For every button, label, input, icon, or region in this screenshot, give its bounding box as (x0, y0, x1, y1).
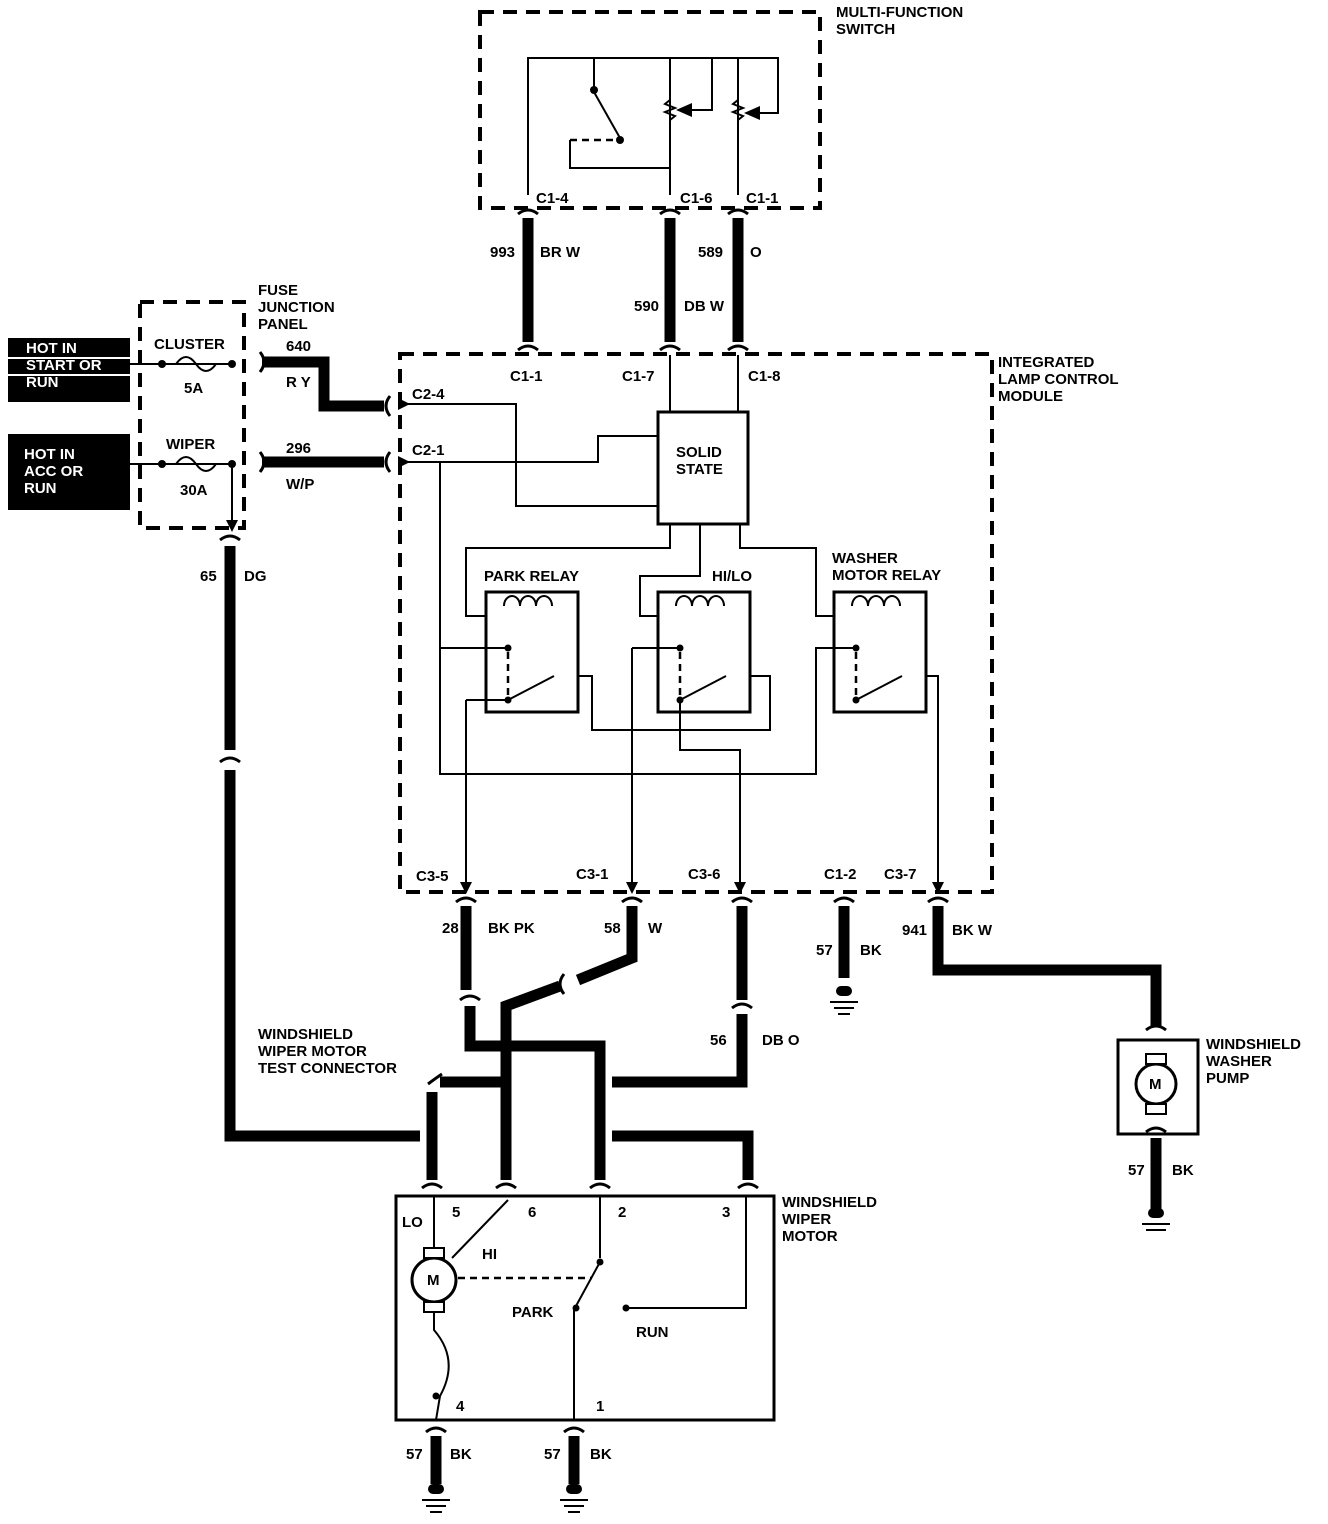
power-source-acc-run (8, 434, 130, 510)
terminal-lo: LO (402, 1214, 423, 1231)
ground-icon (422, 1484, 450, 1513)
wire-58-id: 58 (604, 920, 621, 937)
connector-mod-c1-7: C1-7 (622, 368, 655, 385)
terminal-2: 2 (618, 1204, 627, 1221)
wire-57-pump-id: 57 (1128, 1162, 1145, 1179)
connector-sw-c1-6: C1-6 (680, 190, 713, 207)
power-source-start-run-label: HOT IN START OR RUN (26, 340, 102, 391)
wire-993-color: BR W (540, 244, 580, 261)
wire-57-pump-color: BK (1172, 1162, 1194, 1179)
connector-c3-6: C3-6 (688, 866, 721, 883)
park-relay-label: PARK RELAY (484, 568, 580, 585)
wire-993-id: 993 (490, 244, 516, 261)
fuse-junction-panel-label: FUSE JUNCTION PANEL (258, 282, 335, 333)
wire-640-id: 640 (286, 338, 312, 355)
wire-57-motor1-color: BK (590, 1446, 612, 1463)
pump-motor-symbol: M (1149, 1076, 1162, 1093)
fuse-cluster-rating: 5A (184, 380, 204, 397)
wire-640-color: R Y (286, 374, 311, 391)
multifunction-switch (478, 10, 822, 210)
wiper-motor (394, 1194, 776, 1422)
module-internal-wiring (400, 355, 939, 882)
wiper-motor-symbol: M (427, 1272, 440, 1289)
wire-58-color: W (648, 920, 663, 937)
terminal-1: 1 (596, 1398, 605, 1415)
terminal-4: 4 (456, 1398, 465, 1415)
connector-c1-2: C1-2 (824, 866, 857, 883)
washer-pump (1116, 1038, 1200, 1136)
wire-57-motor1-id: 57 (544, 1446, 561, 1463)
terminal-5: 5 (452, 1204, 461, 1221)
wire-590-color: DB W (684, 298, 724, 315)
wire-57-color: BK (860, 942, 882, 959)
wire-589-color: O (750, 244, 762, 261)
wire-941-color: BK W (952, 922, 992, 939)
washer-pump-label: WINDSHIELD WASHER PUMP (1206, 1036, 1301, 1087)
wire-57-motor4-id: 57 (406, 1446, 423, 1463)
terminal-6: 6 (528, 1204, 537, 1221)
ground-symbols (422, 986, 1170, 1513)
multifunction-switch-label: MULTI-FUNCTION SWITCH (836, 4, 964, 38)
ground-icon (1142, 1208, 1170, 1231)
harness-wires (224, 218, 1162, 1484)
power-source-start-run (8, 338, 130, 402)
fuse-junction-panel (138, 300, 246, 530)
terminal-3: 3 (722, 1204, 731, 1221)
solid-state-label: SOLID STATE (676, 444, 723, 478)
wire-590-id: 590 (634, 298, 660, 315)
lamp-module-label: INTEGRATED LAMP CONTROL MODULE (998, 354, 1119, 405)
terminal-hi: HI (482, 1246, 497, 1263)
ground-icon (560, 1484, 588, 1513)
connector-sw-c1-4: C1-4 (536, 190, 569, 207)
ground-icon (830, 986, 858, 1015)
connector-c3-7: C3-7 (884, 866, 917, 883)
terminal-run: RUN (636, 1324, 669, 1341)
terminal-park: PARK (512, 1304, 554, 1321)
connector-c3-5: C3-5 (416, 868, 449, 885)
test-connector-label: WINDSHIELD WIPER MOTOR TEST CONNECTOR (258, 1026, 397, 1077)
wire-65-color: DG (244, 568, 267, 585)
wire-56-color: DB O (762, 1032, 800, 1049)
integrated-lamp-control-module (398, 352, 994, 894)
wiper-motor-label: WINDSHIELD WIPER MOTOR (782, 1194, 877, 1245)
wire-65-id: 65 (200, 568, 217, 585)
connector-mod-c1-1: C1-1 (510, 368, 543, 385)
arrow-tips (226, 398, 944, 894)
washer-relay-label: WASHER MOTOR RELAY (832, 550, 942, 584)
relay-contacts (504, 644, 903, 704)
connector-mod-c1-8: C1-8 (748, 368, 781, 385)
connector-sw-c1-1: C1-1 (746, 190, 779, 207)
connector-c3-1: C3-1 (576, 866, 609, 883)
connector-c2-1: C2-1 (412, 442, 445, 459)
power-source-acc-run-label: HOT IN ACC OR RUN (24, 446, 84, 497)
wire-56-id: 56 (710, 1032, 727, 1049)
fuse-wiper-name: WIPER (166, 436, 216, 453)
wire-941-id: 941 (902, 922, 928, 939)
wire-589-id: 589 (698, 244, 724, 261)
wire-57-motor4-color: BK (450, 1446, 472, 1463)
relay-coils (503, 595, 901, 607)
connector-c2-4: C2-4 (412, 386, 445, 403)
fuse-wiper-rating: 30A (180, 482, 208, 499)
wire-28-id: 28 (442, 920, 459, 937)
fuse-cluster-name: CLUSTER (154, 336, 225, 353)
hilo-relay-label: HI/LO (712, 568, 752, 585)
wire-57-id: 57 (816, 942, 833, 959)
wire-296-color: W/P (286, 476, 315, 493)
wire-296-id: 296 (286, 440, 312, 457)
connector-symbols (219, 208, 1167, 1434)
wire-28-color: BK PK (488, 920, 535, 937)
